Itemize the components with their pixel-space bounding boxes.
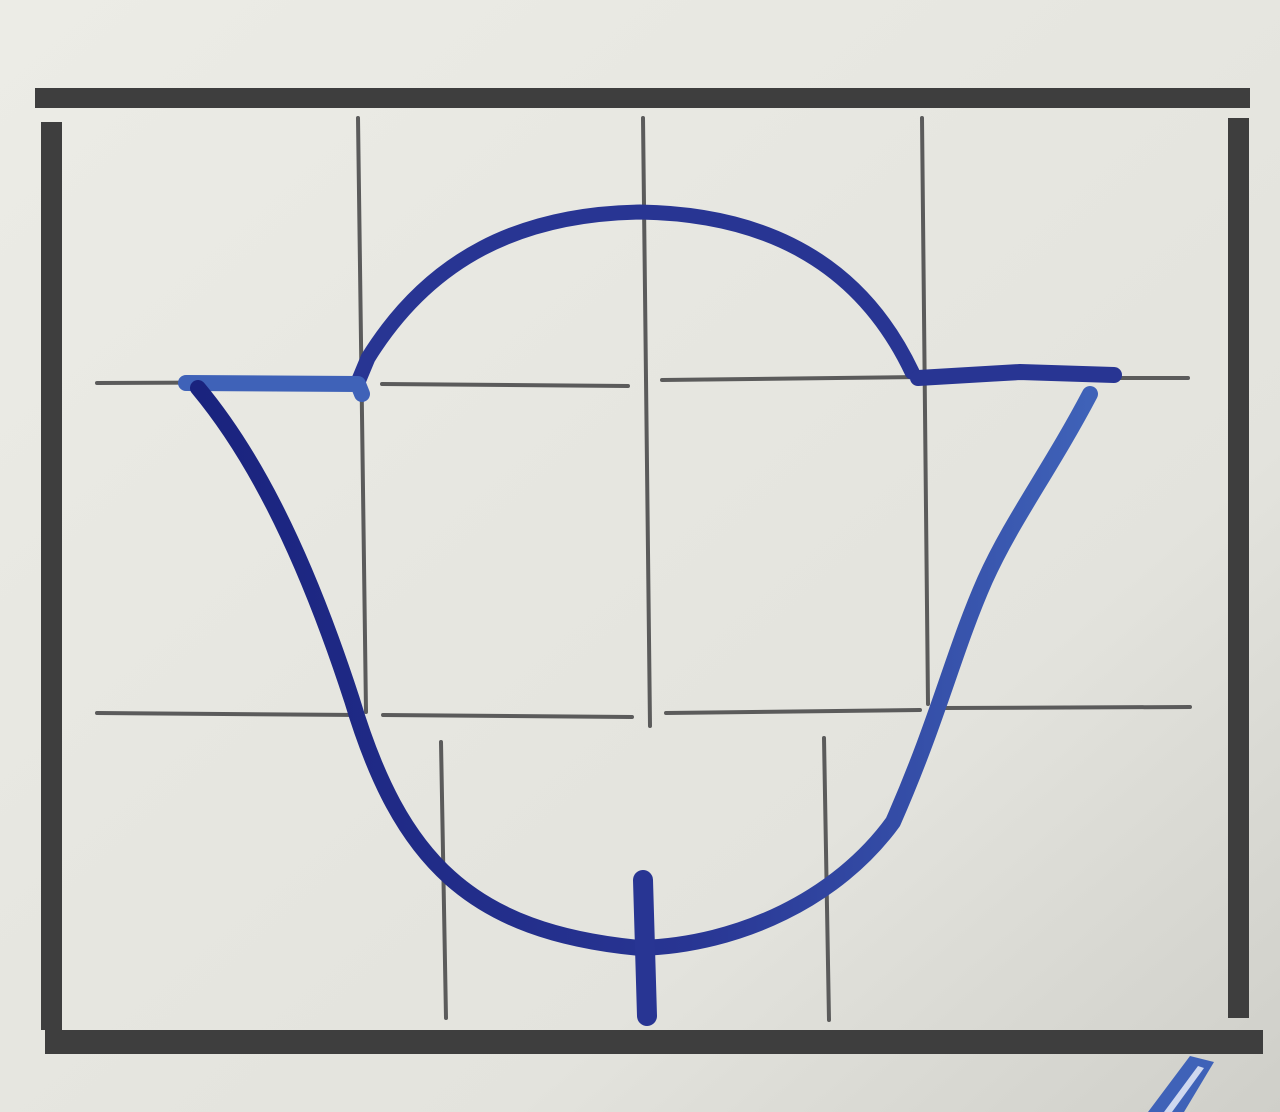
pen-tip-highlight	[1164, 1066, 1204, 1112]
stem	[633, 870, 657, 1026]
tulip	[178, 204, 1122, 1026]
grid-horizontal-lower-1	[95, 711, 362, 717]
tulip-rim-left	[178, 375, 370, 402]
grid-horizontal-lower-2	[381, 713, 634, 719]
grid-horizontal-upper-2	[380, 382, 630, 388]
frame-bottom-border	[45, 1030, 1263, 1054]
frame-left-border	[41, 122, 62, 1030]
frame	[35, 88, 1263, 1054]
frame-top-border	[35, 88, 1250, 108]
grid-horizontal-upper-3	[660, 375, 922, 382]
tulip-cup	[190, 380, 1098, 956]
grid-horizontal-lower-3	[664, 708, 922, 715]
grid-vertical-right	[920, 116, 930, 706]
grid-horizontal-lower-4	[942, 705, 1192, 710]
pen-tip	[1148, 1056, 1214, 1112]
tulip-petal-arc	[350, 204, 920, 390]
tulip-rim-right	[910, 364, 1122, 386]
grid-vertical-left	[356, 116, 368, 714]
frame-right-border	[1228, 118, 1249, 1018]
